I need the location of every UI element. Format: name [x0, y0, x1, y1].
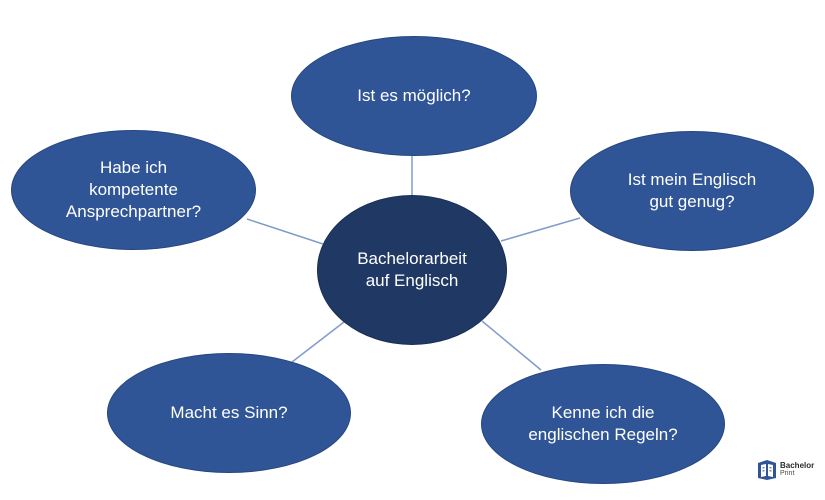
node-label: Habe ich kompetente Ansprechpartner?: [65, 158, 202, 221]
node-competent-contacts: Habe ich kompetente Ansprechpartner?: [11, 130, 256, 250]
logo-text-line1: Bachelor: [780, 461, 815, 470]
connector-left: [246, 218, 324, 245]
node-english-rules: Kenne ich die englischen Regeln?: [481, 364, 725, 484]
node-label: Ist mein Englisch gut genug?: [627, 170, 757, 211]
connector-bottom-right: [481, 320, 542, 371]
bachelorprint-logo: Bachelor Print: [757, 455, 819, 485]
connector-right: [500, 217, 581, 242]
center-node-label: Bachelorarbeit auf Englisch: [357, 249, 467, 290]
node-does-it-make-sense: Macht es Sinn?: [107, 353, 351, 473]
center-node-bachelor-thesis-english: Bachelorarbeit auf Englisch: [317, 195, 507, 345]
connector-bottom-left: [291, 321, 345, 363]
node-label: Ist es möglich?: [357, 86, 471, 105]
logo-text-line2: Print: [780, 470, 795, 477]
bachelorprint-logo-icon: [758, 460, 776, 480]
node-is-it-possible: Ist es möglich?: [291, 36, 537, 156]
node-label: Kenne ich die englischen Regeln?: [528, 403, 678, 444]
node-english-good-enough: Ist mein Englisch gut genug?: [570, 131, 814, 251]
logo-text: Bachelor Print: [780, 462, 814, 478]
node-label: Macht es Sinn?: [170, 403, 288, 422]
